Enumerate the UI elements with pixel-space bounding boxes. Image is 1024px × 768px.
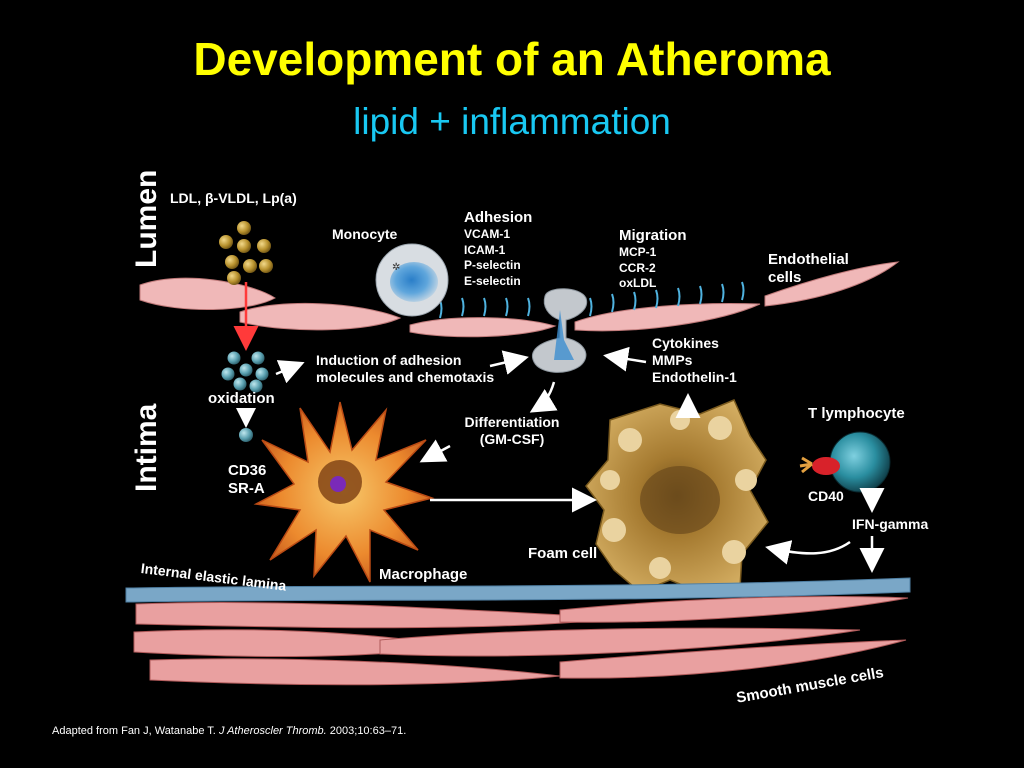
oxidized-particle xyxy=(251,351,265,365)
slide-subtitle: lipid + inflammation xyxy=(353,101,671,142)
cytokines-arrow xyxy=(603,346,647,372)
migration-item: MCP-1 xyxy=(619,245,657,259)
lipoprotein-particle xyxy=(237,221,251,235)
cytokines-item: Endothelin-1 xyxy=(652,368,737,385)
oxidized-particle xyxy=(227,351,241,365)
ifn-gamma-label: IFN-gamma xyxy=(852,516,929,532)
cytokines-item: Cytokines xyxy=(652,335,719,351)
adhesion-block: Adhesion VCAM-1 ICAM-1 P-selectin E-sele… xyxy=(464,209,532,289)
smooth-muscle-cell xyxy=(379,627,861,657)
monocyte-label: Monocyte xyxy=(332,226,398,242)
lipoprotein-particle xyxy=(257,239,271,253)
differentiation-label-line: (GM-CSF) xyxy=(479,430,545,447)
lipoprotein-particle xyxy=(227,271,241,285)
oxidized-particle xyxy=(249,379,263,393)
migration-title: Migration xyxy=(619,227,687,244)
lipoprotein-label: LDL, β-VLDL, Lp(a) xyxy=(170,190,297,206)
oxidized-ldl-particles xyxy=(221,351,269,393)
monocyte-cell: ✲ xyxy=(375,243,449,317)
migration-item: oxLDL xyxy=(619,276,657,291)
internal-elastic-lamina xyxy=(125,577,911,603)
migration-block: Migration MCP-1 CCR-2 oxLDL xyxy=(619,227,687,292)
lipoprotein-particle xyxy=(219,235,233,249)
oxidized-particle xyxy=(239,363,253,377)
endothelial-cell xyxy=(574,303,761,332)
induction-arrow-right xyxy=(489,350,529,375)
reference-journal: J Atheroscler Thromb. xyxy=(218,725,327,737)
reference-suffix: 2003;10:63–71. xyxy=(326,725,407,737)
differentiation-label: Differentiation (GM-CSF) xyxy=(452,414,572,448)
adhesion-item: ICAM-1 xyxy=(464,242,506,257)
oxidized-particle xyxy=(233,377,247,391)
lipoprotein-particles xyxy=(219,221,273,285)
smooth-muscle-layer xyxy=(133,596,909,686)
ifn-to-foam-arrow xyxy=(765,540,851,565)
endothelial-layer xyxy=(139,261,900,338)
transmigrating-monocyte xyxy=(532,288,588,373)
endothelial-cell xyxy=(139,277,276,310)
macrophage-cell xyxy=(253,401,435,583)
lipoprotein-particle xyxy=(225,255,239,269)
induction-label-line: Induction of adhesion xyxy=(316,352,462,368)
macrophage-label: Macrophage xyxy=(379,566,468,583)
differentiation-arrow xyxy=(529,381,558,413)
adhesion-item: VCAM-1 xyxy=(464,227,511,241)
smooth-muscle-cell xyxy=(559,596,909,623)
adhesion-title: Adhesion xyxy=(464,209,533,226)
reference-prefix: Adapted from Fan J, Watanabe T. xyxy=(52,725,219,737)
adhesion-item: P-selectin xyxy=(464,258,521,273)
reference-citation: Adapted from Fan J, Watanabe T. J Athero… xyxy=(52,725,406,737)
slide-title: Development of an Atheroma xyxy=(193,33,831,85)
smooth-muscle-cell xyxy=(559,639,907,679)
lumen-label: Lumen xyxy=(130,169,163,268)
oxidized-particle xyxy=(255,367,269,381)
process-arrows xyxy=(275,346,885,573)
receptor-label: CD36 SR-A xyxy=(228,462,266,498)
oxidation-label: oxidation xyxy=(208,390,275,407)
endothelial-cell xyxy=(239,302,402,331)
intima-label: Intima xyxy=(130,403,163,492)
svg-text:✲: ✲ xyxy=(392,262,400,273)
foam-cell-label: Foam cell xyxy=(528,545,598,562)
migration-item: CCR-2 xyxy=(619,260,656,275)
induction-label-line: molecules and chemotaxis xyxy=(316,368,495,385)
endothelial-label: Endothelial cells xyxy=(768,251,849,287)
oxidized-particle xyxy=(221,367,235,381)
induction-arrow-left xyxy=(275,360,305,384)
cd40-label: CD40 xyxy=(808,488,844,504)
endothelial-cell xyxy=(764,261,900,307)
induction-label: Induction of adhesion molecules and chem… xyxy=(316,352,494,386)
lipoprotein-particle xyxy=(237,239,251,253)
cd36-label: CD36 xyxy=(228,462,267,479)
endothelial-label-line: cells xyxy=(768,269,802,286)
endothelial-cell xyxy=(409,317,557,338)
differentiation-label-line: Differentiation xyxy=(464,414,560,430)
sra-label: SR-A xyxy=(228,480,265,497)
t-lymphocyte-cell xyxy=(799,431,891,493)
lipoprotein-particle xyxy=(259,259,273,273)
lipoprotein-particle xyxy=(243,259,257,273)
cytokines-item: MMPs xyxy=(652,351,693,368)
oxidized-particle xyxy=(239,428,253,442)
cytokines-block: Cytokines MMPs Endothelin-1 xyxy=(652,335,737,385)
t-lymphocyte-label: T lymphocyte xyxy=(808,405,905,422)
adhesion-item: E-selectin xyxy=(464,273,521,288)
foam-cell xyxy=(585,399,769,593)
endothelial-label-line: Endothelial xyxy=(768,251,849,268)
to-macrophage-arrow xyxy=(419,439,451,463)
